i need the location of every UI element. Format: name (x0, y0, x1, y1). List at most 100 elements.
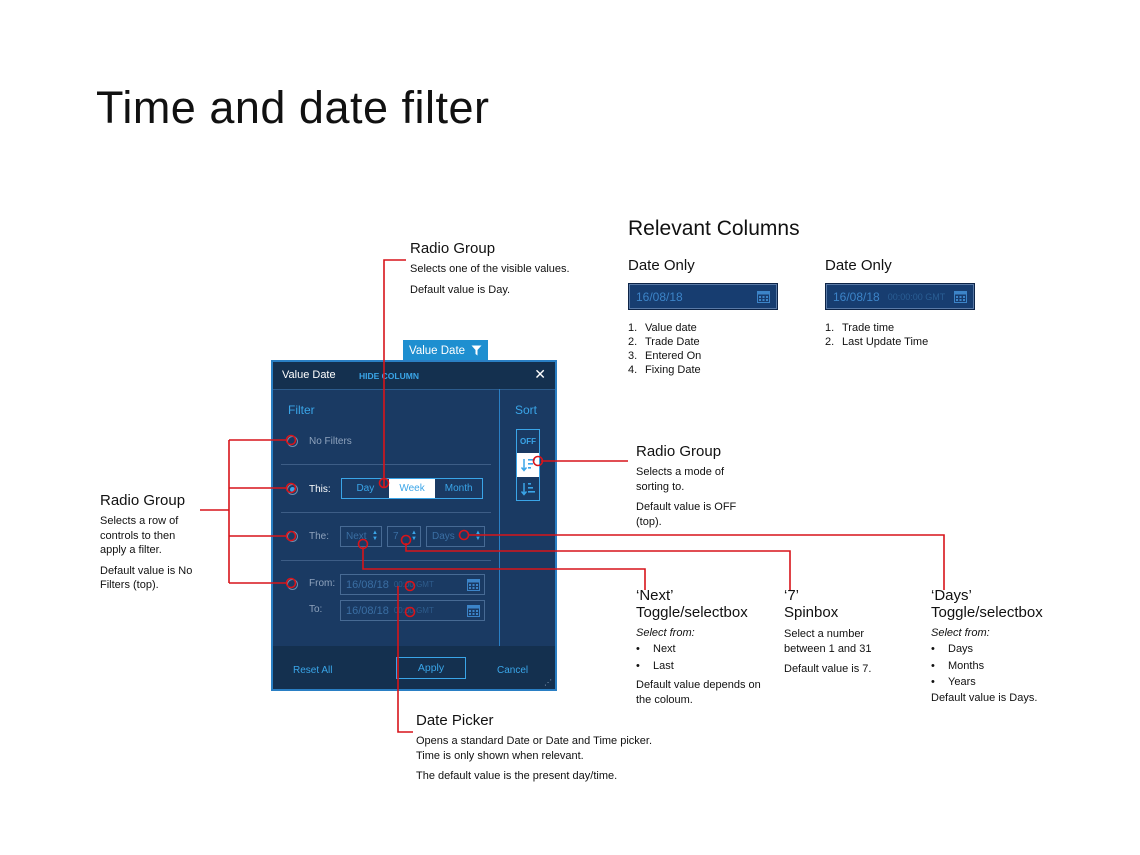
annotation-text: Default value is No Filters (top). (100, 564, 193, 592)
to-time: 00:00 GMT (393, 606, 434, 615)
divider (281, 464, 491, 465)
annotation-title: Spinbox (784, 604, 839, 621)
days-spinbox[interactable]: 7 ▲▼ (387, 526, 421, 547)
next-value: Next (346, 531, 367, 542)
sort-heading: Sort (515, 403, 538, 417)
date-time-field: 16/08/18 00:00:00 GMT (825, 283, 975, 310)
annotation-title: ‘Days’ (931, 587, 972, 604)
to-date-picker[interactable]: 16/08/18 00:00 GMT (340, 600, 485, 621)
sort-ascending-icon (520, 483, 535, 496)
calendar-icon (954, 291, 967, 303)
resize-handle-icon[interactable]: ⋰ (544, 678, 552, 687)
list-item: Next (636, 641, 776, 658)
list-item: 2.Last Update Time (825, 336, 929, 348)
divider (281, 512, 491, 513)
list-item: 1.Value date (628, 322, 697, 334)
list-item: Days (931, 641, 1071, 658)
this-label: This: (309, 484, 331, 495)
spin-value: 7 (393, 531, 399, 542)
calendar-icon (467, 605, 480, 617)
reset-all-button[interactable]: Reset All (293, 665, 333, 676)
spinner-arrows-icon: ▲▼ (372, 530, 378, 542)
period-segmented-control: Day Week Month (341, 478, 483, 499)
divider (281, 560, 491, 561)
option-list: Days Months Years (931, 641, 1071, 691)
time-value: 00:00:00 GMT (887, 291, 946, 302)
relevant-columns-title: Relevant Columns (628, 217, 800, 240)
segment-month[interactable]: Month (444, 483, 473, 494)
annotation-title: Radio Group (410, 240, 496, 257)
annotation-title: Radio Group (100, 492, 186, 509)
annotation-text: Selects one of the visible values. (410, 263, 570, 275)
annotation-text: Default value is Day. (410, 283, 511, 296)
sort-radio-group: OFF (516, 429, 540, 501)
spinner-arrows-icon: ▲▼ (411, 530, 417, 542)
list-item: 2.Trade Date (628, 336, 700, 348)
group1-list: 1.Value date 2.Trade Date 3.Entered On 4… (628, 321, 701, 377)
next-selectbox[interactable]: Next ▲▼ (340, 526, 382, 547)
annotation-text: Selects a mode of sorting to. (636, 466, 725, 493)
segment-day[interactable]: Day (356, 483, 375, 494)
annotation-radio-rows: Radio Group Selects a row of controls to… (100, 492, 202, 593)
tab-label: Value Date (409, 344, 466, 357)
cancel-button[interactable]: Cancel (497, 665, 529, 676)
list-item: Last (636, 658, 776, 675)
annotation-title: Date Picker (416, 712, 494, 729)
no-filters-label: No Filters (309, 436, 352, 447)
list-item: 1.Trade time (825, 322, 895, 334)
sort-off-button[interactable]: OFF (520, 437, 536, 446)
calendar-icon (467, 579, 480, 591)
annotation-title: Radio Group (636, 443, 722, 460)
annotation-radio-sort: Radio Group Selects a mode of sorting to… (636, 443, 756, 529)
spinner-arrows-icon: ▲▼ (475, 530, 481, 542)
divider (499, 389, 500, 646)
from-time: 00:00 GMT (393, 580, 434, 589)
sort-descending-button[interactable] (517, 453, 539, 477)
filter-panel: Value Date HIDE COLUMN ✕ Filter Sort No … (271, 360, 557, 691)
date-only-field: 16/08/18 (628, 283, 778, 310)
from-date: 16/08/18 (346, 578, 389, 591)
apply-button[interactable]: Apply (396, 657, 466, 679)
annotation-radio-period: Radio Group Selects one of the visible v… (410, 240, 610, 297)
annotation-text: Select from: (931, 627, 990, 639)
filter-heading: Filter (288, 403, 315, 417)
close-icon[interactable]: ✕ (534, 366, 546, 382)
days-value: Days (432, 531, 455, 542)
annotation-title: ‘Next’ (636, 587, 674, 604)
radio-this[interactable] (287, 484, 298, 495)
segment-week[interactable]: Week (388, 479, 436, 498)
option-list: Next Last (636, 641, 776, 674)
annotation-title: Toggle/selectbox (636, 604, 748, 621)
group1-heading: Date Only (628, 257, 695, 274)
radio-range[interactable] (287, 579, 298, 590)
radio-no-filters[interactable] (287, 436, 298, 447)
from-label: From: (309, 578, 336, 589)
column-header-tab[interactable]: Value Date (403, 340, 488, 361)
page-title: Time and date filter (96, 82, 490, 133)
annotation-title: Toggle/selectbox (931, 604, 1043, 621)
to-date: 16/08/18 (346, 604, 389, 617)
sort-descending-icon (520, 459, 535, 472)
panel-title: Value Date (282, 369, 336, 381)
radio-the[interactable] (287, 531, 298, 542)
hide-column-button[interactable]: HIDE COLUMN (359, 371, 419, 381)
annotation-next: ‘Next’ Toggle/selectbox Select from: Nex… (636, 587, 776, 707)
annotation-spinbox: ‘7’ Spinbox Select a number between 1 an… (784, 587, 894, 677)
annotation-text: Default value is OFF (top). (636, 501, 737, 528)
group2-list: 1.Trade time 2.Last Update Time (825, 321, 928, 349)
annotation-days: ‘Days’ Toggle/selectbox Select from: Day… (931, 587, 1071, 705)
sort-ascending-button[interactable] (517, 477, 539, 501)
from-date-picker[interactable]: 16/08/18 00:00 GMT (340, 574, 485, 595)
unit-selectbox[interactable]: Days ▲▼ (426, 526, 485, 547)
panel-header: Value Date HIDE COLUMN ✕ (273, 362, 555, 390)
list-item: 3.Entered On (628, 350, 702, 362)
annotation-text: Selects a row of controls to then apply … (100, 515, 179, 556)
annotation-title: ‘7’ (784, 587, 800, 604)
the-label: The: (309, 531, 330, 542)
annotation-text: Default value depends on the coloum. (636, 679, 761, 706)
panel-footer: Reset All Apply Cancel ⋰ (273, 646, 555, 689)
annotation-text: Default value is 7. (784, 663, 872, 675)
list-item: Years (931, 674, 1071, 691)
filter-icon (471, 345, 482, 356)
date-value: 16/08/18 (636, 289, 683, 304)
